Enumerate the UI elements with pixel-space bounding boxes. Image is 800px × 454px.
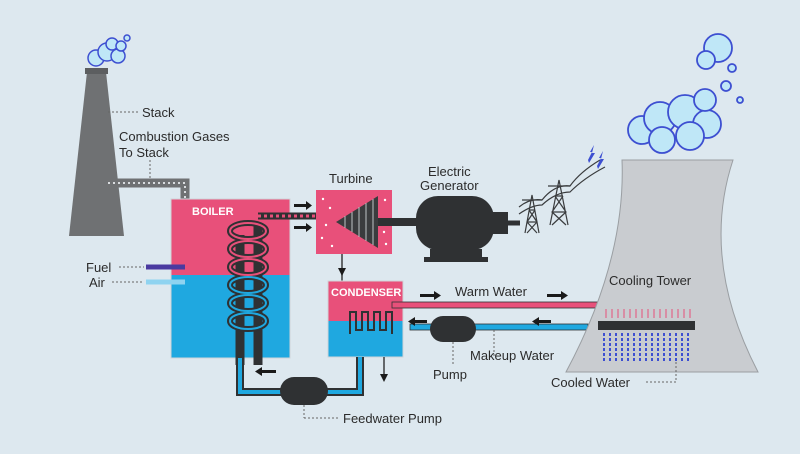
generator-label-line1: Electric — [428, 164, 471, 179]
fuel-label: Fuel — [86, 260, 111, 275]
cooled-water-label: Cooled Water — [551, 375, 631, 390]
fill-media — [598, 321, 695, 330]
arrow-feedwater — [255, 367, 276, 376]
power-line-towers — [518, 159, 606, 234]
arrow-steam — [294, 201, 312, 210]
turbine-label: Turbine — [329, 171, 373, 186]
lightning-icon — [588, 145, 604, 169]
pump-label: Pump — [433, 367, 467, 382]
spray-nozzles — [605, 309, 691, 318]
combustion-label-line2: To Stack — [119, 145, 169, 160]
boiler-label: BOILER — [192, 206, 234, 218]
warm-water-arrows — [420, 291, 568, 300]
arrow-cooled-2 — [532, 317, 551, 326]
stack — [69, 34, 131, 236]
turbine — [316, 190, 420, 254]
condenser — [327, 280, 404, 358]
feedwater-pump — [280, 377, 328, 405]
cooling-tower-label: Cooling Tower — [609, 273, 692, 288]
generator-label-line2: Generator — [420, 178, 479, 193]
stack-label: Stack — [142, 105, 175, 120]
stack-smoke — [87, 34, 131, 67]
electric-generator — [416, 196, 520, 262]
boiler — [170, 198, 291, 359]
makeup-water-label: Makeup Water — [470, 348, 555, 363]
cooling-tower — [565, 159, 759, 373]
arrow-exhaust — [338, 268, 346, 276]
air-label: Air — [89, 275, 106, 290]
arrow-cooled-1 — [408, 317, 427, 326]
condenser-label: CONDENSER — [331, 287, 401, 299]
combustion-label-line1: Combustion Gases — [119, 129, 230, 144]
feedwater-pump-label: Feedwater Pump — [343, 411, 442, 426]
tower-steam — [627, 33, 744, 154]
warm-water-label: Warm Water — [455, 284, 528, 299]
pump — [430, 316, 476, 342]
